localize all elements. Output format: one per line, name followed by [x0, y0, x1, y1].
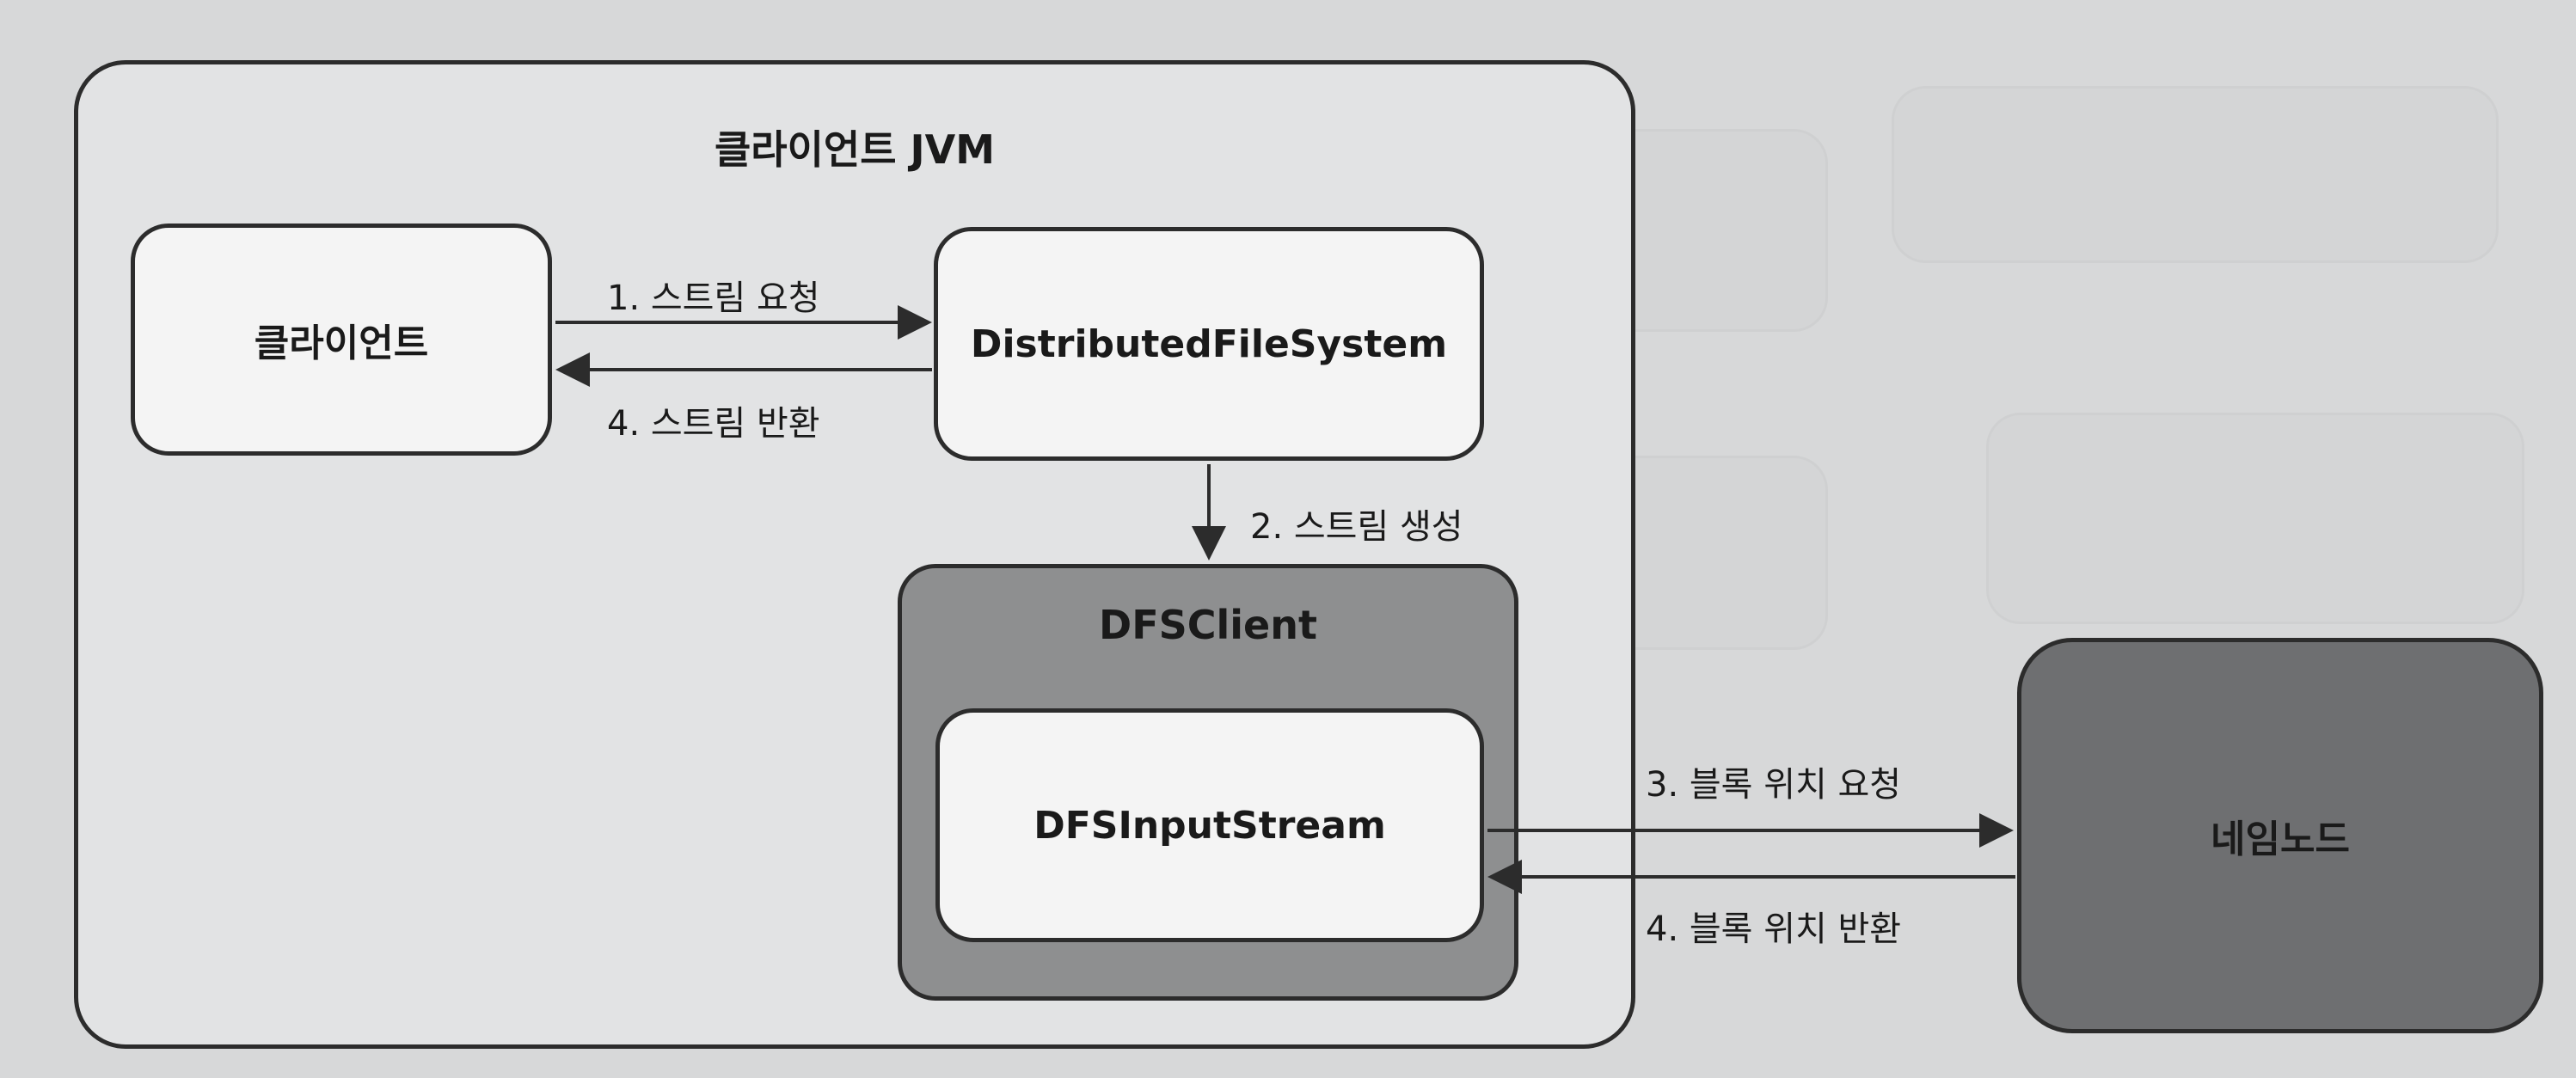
- client-jvm-title: 클라이언트 JVM: [714, 126, 996, 173]
- dfs-input-stream-node: DFSInputStream: [935, 708, 1484, 942]
- distributed-file-system-node: DistributedFileSystem: [934, 227, 1484, 461]
- request-stream-label: 1. 스트림 요청: [607, 279, 820, 318]
- namenode-node: 네임노드: [2017, 638, 2543, 1033]
- return-block-location-label: 4. 블록 위치 반환: [1646, 910, 1902, 949]
- dfs-client-title: DFSClient: [1099, 602, 1317, 648]
- client-node-label: 클라이언트: [254, 322, 429, 365]
- return-stream-label: 4. 스트림 반환: [607, 404, 820, 444]
- client-node: 클라이언트: [131, 224, 552, 456]
- background-shape: [1892, 86, 2499, 263]
- request-block-location-label: 3. 블록 위치 요청: [1646, 765, 1902, 805]
- create-stream-label: 2. 스트림 생성: [1250, 507, 1463, 547]
- dfs-input-stream-label: DFSInputStream: [1033, 803, 1386, 848]
- distributed-file-system-label: DistributedFileSystem: [970, 322, 1448, 366]
- namenode-label: 네임노드: [2211, 818, 2350, 861]
- background-shape: [1986, 413, 2524, 624]
